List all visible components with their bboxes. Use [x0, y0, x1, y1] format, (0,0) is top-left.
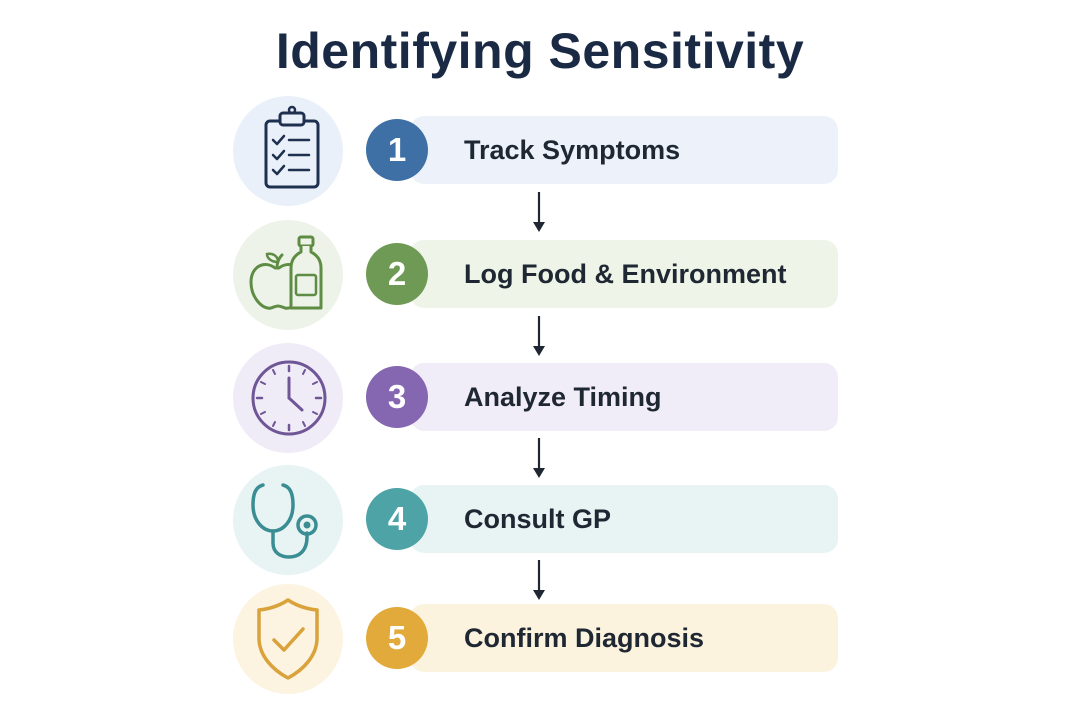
step-2-pill	[410, 240, 838, 308]
step-4-pill	[410, 485, 838, 553]
step-3-pill	[410, 363, 838, 431]
step-4: 4 Consult GP	[230, 465, 850, 577]
step-1: 1 Track Symptoms	[230, 96, 850, 208]
stethoscope-icon	[251, 483, 318, 559]
step-5-number-badge: 5	[366, 607, 428, 669]
step-4-label: Consult GP	[464, 504, 611, 534]
down-arrow-1	[533, 192, 545, 232]
clipboard-checklist-icon	[264, 105, 320, 189]
step-2-icon-circle	[233, 220, 343, 330]
step-5-label: Confirm Diagnosis	[464, 623, 705, 653]
step-3: 3 Analyze Timing	[230, 343, 850, 455]
page-title: Identifying Sensitivity	[275, 23, 805, 79]
step-5-pill	[410, 604, 838, 672]
down-arrow-2	[533, 316, 545, 356]
apple-bottle-icon	[249, 235, 323, 310]
down-arrow-3	[533, 438, 545, 478]
step-3-number-badge: 3	[366, 366, 428, 428]
step-1-pill	[410, 116, 838, 184]
step-1-number-badge: 1	[366, 119, 428, 181]
step-5: 5 Confirm Diagnosis	[230, 584, 850, 696]
shield-check-icon	[257, 598, 319, 680]
down-arrow-4	[533, 560, 545, 600]
step-1-icon-circle	[233, 96, 343, 206]
step-4-icon-circle	[233, 465, 343, 575]
clock-icon	[251, 360, 327, 436]
step-1-label: Track Symptoms	[464, 135, 681, 165]
step-3-label: Analyze Timing	[464, 382, 662, 412]
step-5-icon-circle	[233, 584, 343, 694]
step-4-number-badge: 4	[366, 488, 428, 550]
step-2-number-badge: 2	[366, 243, 428, 305]
step-3-icon-circle	[233, 343, 343, 453]
step-2-label: Log Food & Environment	[464, 259, 787, 289]
step-2: 2 Log Food & Environment	[230, 220, 850, 332]
